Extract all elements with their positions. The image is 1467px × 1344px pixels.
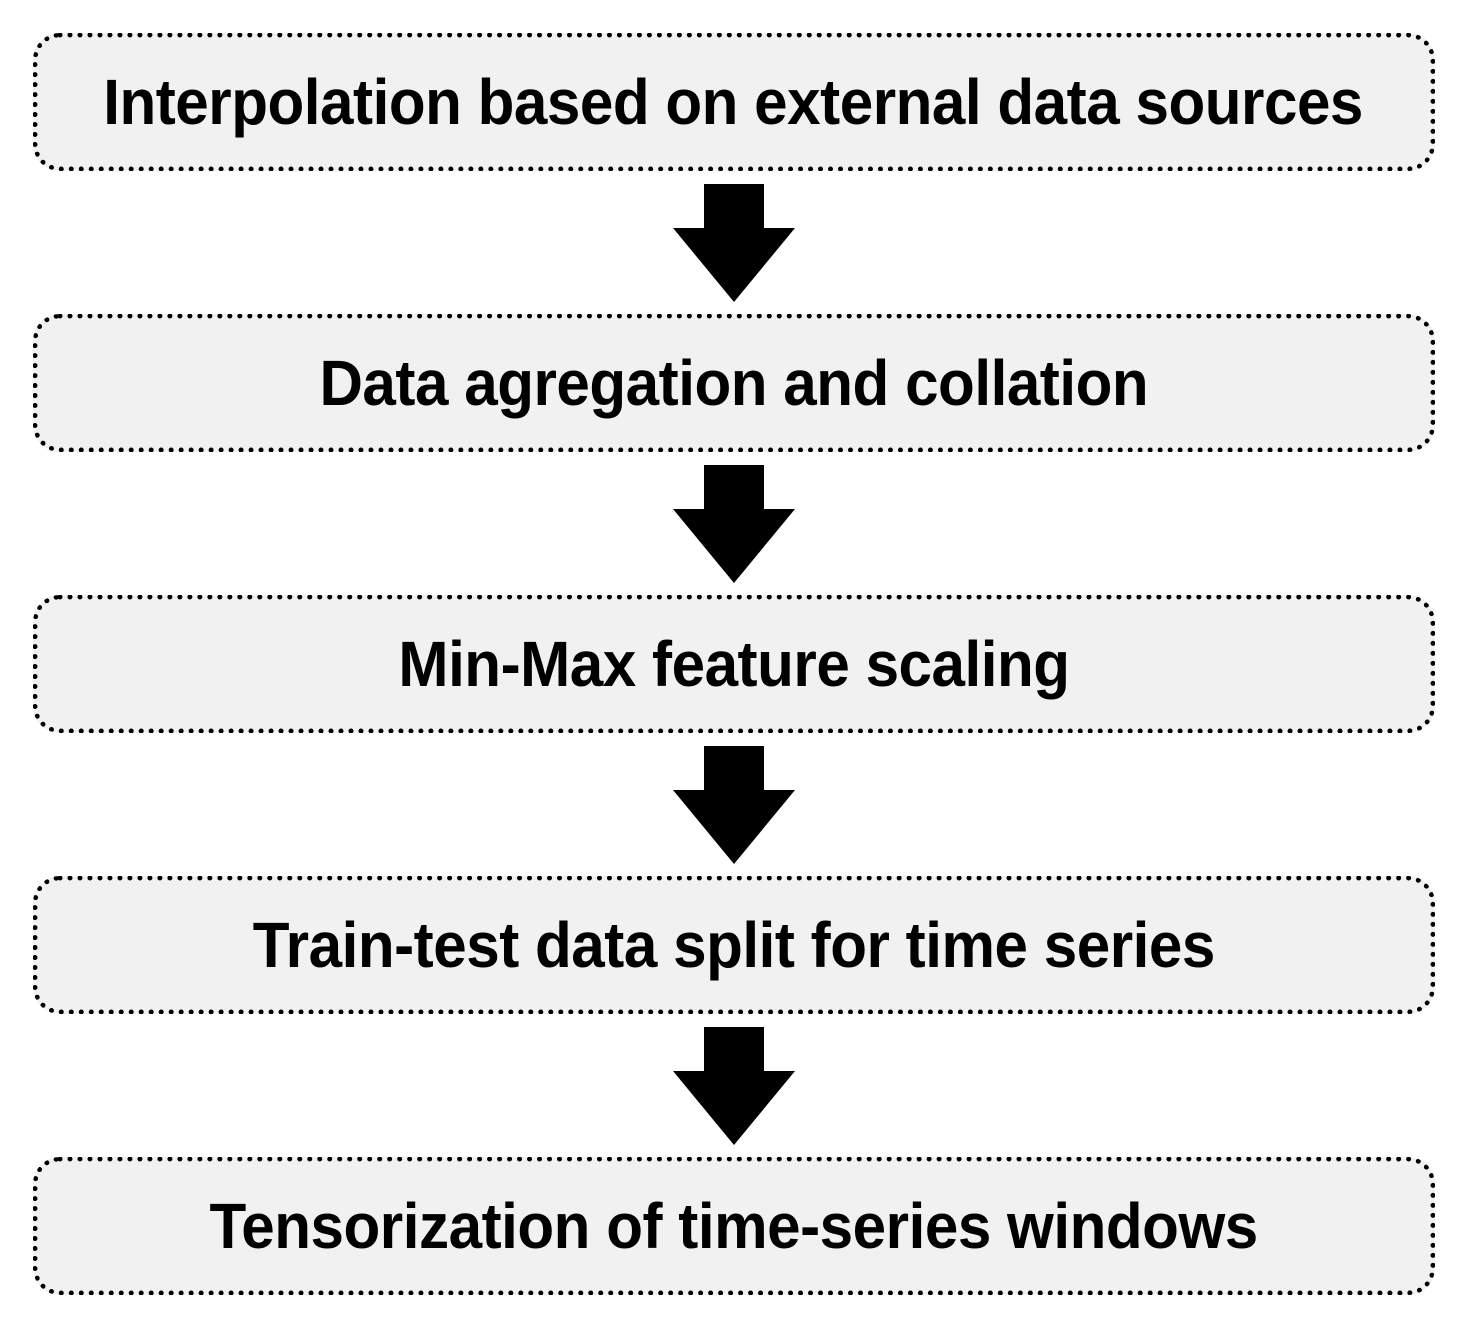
flow-step-label: Data agregation and collation — [319, 347, 1148, 419]
flow-step-label: Min-Max feature scaling — [397, 628, 1070, 700]
arrow-down-icon — [0, 733, 1467, 876]
flow-step-label: Tensorization of time-series windows — [209, 1190, 1258, 1262]
flow-step-tensorization: Tensorization of time-series windows — [32, 1157, 1435, 1295]
flow-step-label: Interpolation based on external data sou… — [103, 66, 1364, 138]
arrow-down-icon — [0, 171, 1467, 314]
flow-step-aggregation: Data agregation and collation — [32, 314, 1435, 452]
flow-step-interpolation: Interpolation based on external data sou… — [32, 33, 1435, 171]
flow-step-train-test-split: Train-test data split for time series — [32, 876, 1435, 1014]
flow-step-minmax-scaling: Min-Max feature scaling — [32, 595, 1435, 733]
flow-step-label: Train-test data split for time series — [252, 909, 1215, 981]
arrow-down-icon — [0, 1014, 1467, 1157]
arrow-down-icon — [0, 452, 1467, 595]
